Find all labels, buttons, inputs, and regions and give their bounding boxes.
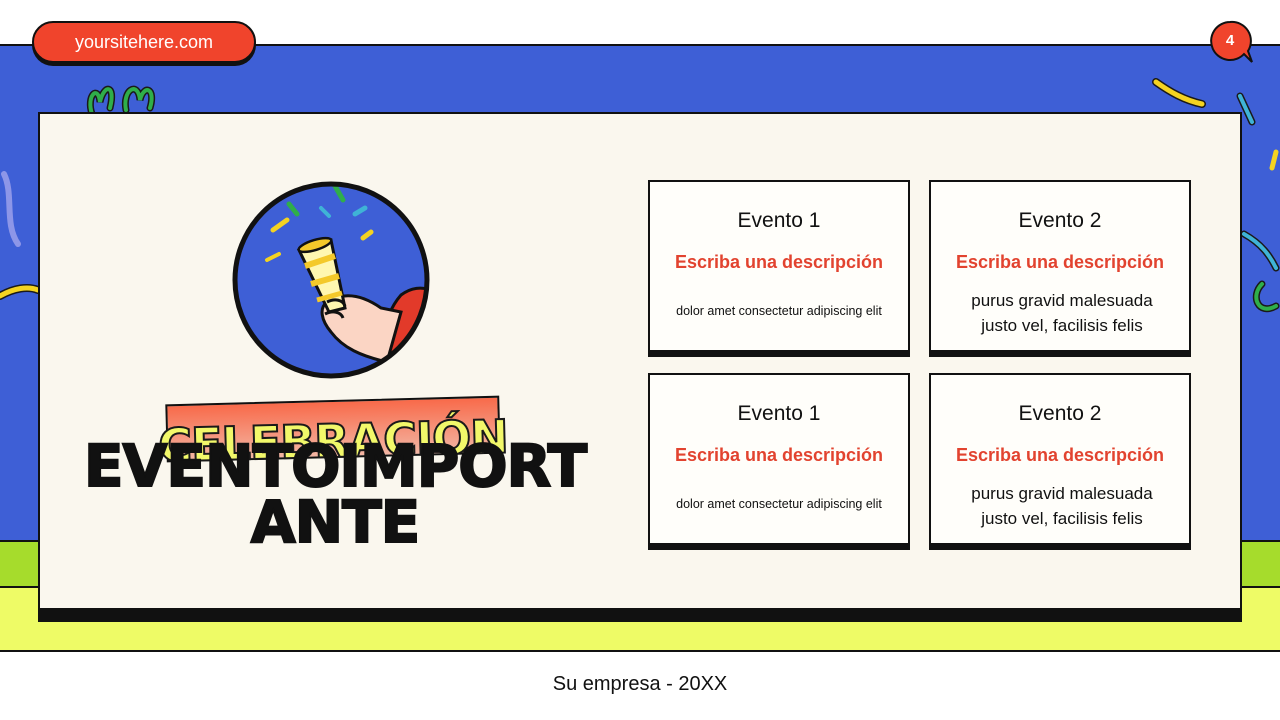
page-number: 4 — [1225, 31, 1235, 49]
event-card-2: Evento 2 Escriba una descripción purus g… — [929, 180, 1191, 352]
event-card-subtitle: Escriba una descripción — [955, 252, 1165, 272]
party-popper-illustration — [232, 181, 430, 379]
event-card-3: Evento 1 Escriba una descripción dolor a… — [648, 373, 910, 545]
event-card-body: dolor amet consectetur adipiscing elit — [676, 497, 882, 511]
event-card-body-line-2: justo vel, facilisis felis — [981, 316, 1143, 335]
event-card-subtitle: Escriba una descripción — [955, 445, 1165, 465]
page-title-line-2: ANTE — [250, 488, 422, 556]
event-card-body-line-2: justo vel, facilisis felis — [981, 509, 1143, 528]
event-card-subtitle: Escriba una descripción — [674, 252, 884, 272]
event-card-1: Evento 1 Escriba una descripción dolor a… — [648, 180, 910, 352]
footer-company-text: Su empresa - 20XX — [552, 673, 728, 695]
event-card-body: purus gravid malesuada justo vel, facili… — [947, 288, 1177, 338]
event-card-body: dolor amet consectetur adipiscing elit — [676, 304, 882, 318]
event-card-body-line-1: purus gravid malesuada — [971, 484, 1153, 503]
event-card-title: Evento 1 — [737, 402, 821, 425]
page-number-badge: 4 — [1210, 20, 1254, 64]
confetti-decoration — [0, 78, 1280, 312]
event-card-title: Evento 2 — [1018, 402, 1102, 425]
event-card-subtitle: Escriba una descripción — [674, 445, 884, 465]
site-url-text: yoursitehere.com — [74, 31, 214, 52]
event-card-body-line-1: purus gravid malesuada — [971, 291, 1153, 310]
page-title: EVENTOIMPORT ANTE — [30, 432, 640, 556]
speech-bubble-icon — [1210, 20, 1253, 63]
event-card-title: Evento 2 — [1018, 209, 1102, 232]
event-card-4: Evento 2 Escriba una descripción purus g… — [929, 373, 1191, 545]
page-title-line-1: EVENTOIMPORT — [83, 432, 588, 500]
event-card-body: purus gravid malesuada justo vel, facili… — [947, 481, 1177, 531]
event-card-title: Evento 1 — [737, 209, 821, 232]
site-url-pill[interactable]: yoursitehere.com — [32, 21, 256, 63]
